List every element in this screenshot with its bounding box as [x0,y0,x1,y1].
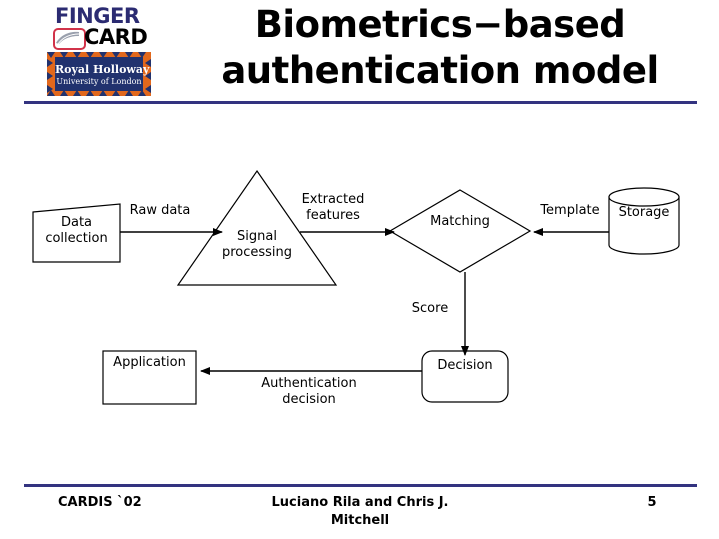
royal-holloway-logo-line2: University of London [56,77,142,86]
royal-holloway-logo-line1: Royal Holloway [55,63,150,76]
royal-holloway-logo-panel: Royal Holloway University of London [55,57,150,91]
edge-label-extracted-features: Extracted features [301,192,365,223]
node-label-storage: Storage [618,205,670,220]
fingerprint-icon [53,28,86,50]
fingercard-logo: FINGER CARD [47,4,152,50]
edge-label-authentication-decision: Authentication decision [261,376,357,407]
footer-authors: Luciano Rila and Chris J. Mitchell [271,495,449,528]
edge-label-raw-data: Raw data [129,203,191,218]
node-application [102,350,197,405]
node-label-matching: Matching [430,214,490,229]
node-label-data-collection: Data collection [45,215,108,246]
node-storage [608,187,680,255]
node-signal-processing [176,169,338,286]
node-matching [388,189,532,273]
fingercard-logo-word2: CARD [84,25,148,49]
edge-label-score: Score [411,301,449,316]
footer-page-number: 5 [647,495,657,510]
header-divider [24,101,697,104]
footer-conference: CARDIS `02 [58,495,142,510]
node-label-decision: Decision [437,358,493,373]
node-data-collection [32,203,121,263]
page-title: Biometrics−based authentication model [221,3,659,92]
fingercard-logo-word1: FINGER [55,4,140,28]
edge-label-template: Template [540,203,600,218]
footer-divider [24,484,697,487]
node-label-signal-processing: Signal processing [221,229,293,260]
royal-holloway-logo: Royal Holloway University of London [47,52,151,96]
fingerprint-swoosh-icon [56,31,80,45]
node-label-application: Application [113,355,186,370]
